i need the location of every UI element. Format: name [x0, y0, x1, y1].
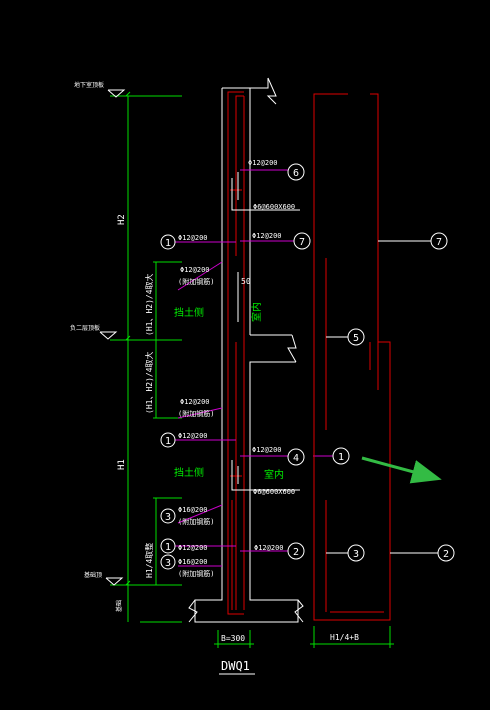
rebar-label-16c: Φ16@200 — [178, 558, 208, 566]
marker-2b: 2 — [443, 549, 449, 560]
range-dimensions — [153, 261, 182, 585]
rebar-label-6: Φ12@200 — [248, 159, 278, 167]
zone-labels: 挡土侧 挡土侧 室内 室内 — [174, 302, 284, 481]
dim-b — [214, 630, 254, 648]
rebar-label-16a: Φ16@200 — [178, 506, 208, 514]
marker-2a: 2 — [293, 547, 299, 558]
marker-1c: 1 — [165, 542, 171, 553]
rebar-labels: Φ12@200 Φ12@200 (附加钢筋) Φ12@200 (附加钢筋) Φ1… — [178, 159, 295, 578]
marker-1a: 1 — [165, 238, 171, 249]
rebar-label-tie-top: Φ6@600X600 — [253, 203, 295, 211]
level-label-base: 基础顶 — [84, 571, 102, 579]
indoor-lower: 室内 — [264, 468, 284, 481]
level-symbols — [99, 89, 126, 586]
rebar-label-4: Φ12@200 — [252, 446, 282, 454]
level-label-bottom: 基础 — [115, 600, 123, 612]
callouts — [160, 163, 455, 570]
marker-7a: 7 — [299, 237, 305, 248]
wall-rebar — [227, 91, 245, 615]
callout-numbers: 1 1 3 1 3 6 7 4 2 1 5 3 7 2 — [165, 168, 449, 569]
rebar-label-bot-1: Φ12@200 — [178, 544, 208, 552]
drawing-title: DWQ1 — [221, 659, 250, 673]
leader-lines — [174, 169, 334, 567]
rebar-label-16d: (附加钢筋) — [178, 569, 214, 578]
dim-label-h2: H2 — [117, 214, 127, 225]
marker-3b: 3 — [165, 558, 171, 569]
range-label-bottom: H1/4取整 — [144, 543, 154, 578]
tie-marks — [231, 172, 300, 491]
marker-3c: 3 — [353, 549, 359, 560]
rebar-label-tie-bot: Φ6@600X600 — [253, 488, 295, 496]
marker-4: 4 — [293, 453, 299, 464]
level-label-mid: 负二层顶板 — [70, 324, 100, 332]
wall-section — [188, 77, 304, 623]
level-label-top: 地下室顶板 — [74, 81, 104, 89]
indoor-upper: 室内 — [250, 302, 263, 322]
marker-1b: 1 — [165, 436, 171, 447]
soil-side-lower: 挡土侧 — [174, 466, 204, 479]
rebar-label-add-1b: (附加钢筋) — [178, 277, 214, 286]
right-leaders — [326, 240, 438, 554]
marker-3a: 3 — [165, 512, 171, 523]
marker-5: 5 — [353, 333, 359, 344]
rebar-label-2: Φ12@200 — [254, 544, 284, 552]
dim-h1-b — [310, 626, 394, 648]
marker-7b: 7 — [436, 237, 442, 248]
marker-1d: 1 — [338, 452, 344, 463]
dim-label-h1: H1 — [117, 459, 127, 470]
range-label-upper: (H1、H2)/4取大 — [144, 273, 154, 336]
rebar-label-7: Φ12@200 — [252, 232, 282, 240]
rebar-label-add-2: Φ12@200 — [180, 398, 210, 406]
dim-b-label: B=300 — [221, 634, 245, 643]
rebar-label-top-1: Φ12@200 — [178, 234, 208, 242]
rebar-label-add-1: Φ12@200 — [180, 266, 210, 274]
annotation-arrow — [361, 456, 442, 484]
marker-6: 6 — [293, 168, 299, 179]
range-label-lower: (H1、H2)/4取大 — [144, 351, 154, 414]
rebar-label-add-2b: (附加钢筋) — [178, 409, 214, 418]
rebar-label-16b: (附加钢筋) — [178, 517, 214, 526]
dim-h1-b-label: H1/4+B — [330, 633, 359, 642]
soil-side-upper: 挡土侧 — [174, 306, 204, 319]
rebar-label-mid-1: Φ12@200 — [178, 432, 208, 440]
right-detail — [313, 93, 391, 621]
dim-50: 50 — [241, 277, 251, 286]
level-lines — [110, 91, 182, 623]
